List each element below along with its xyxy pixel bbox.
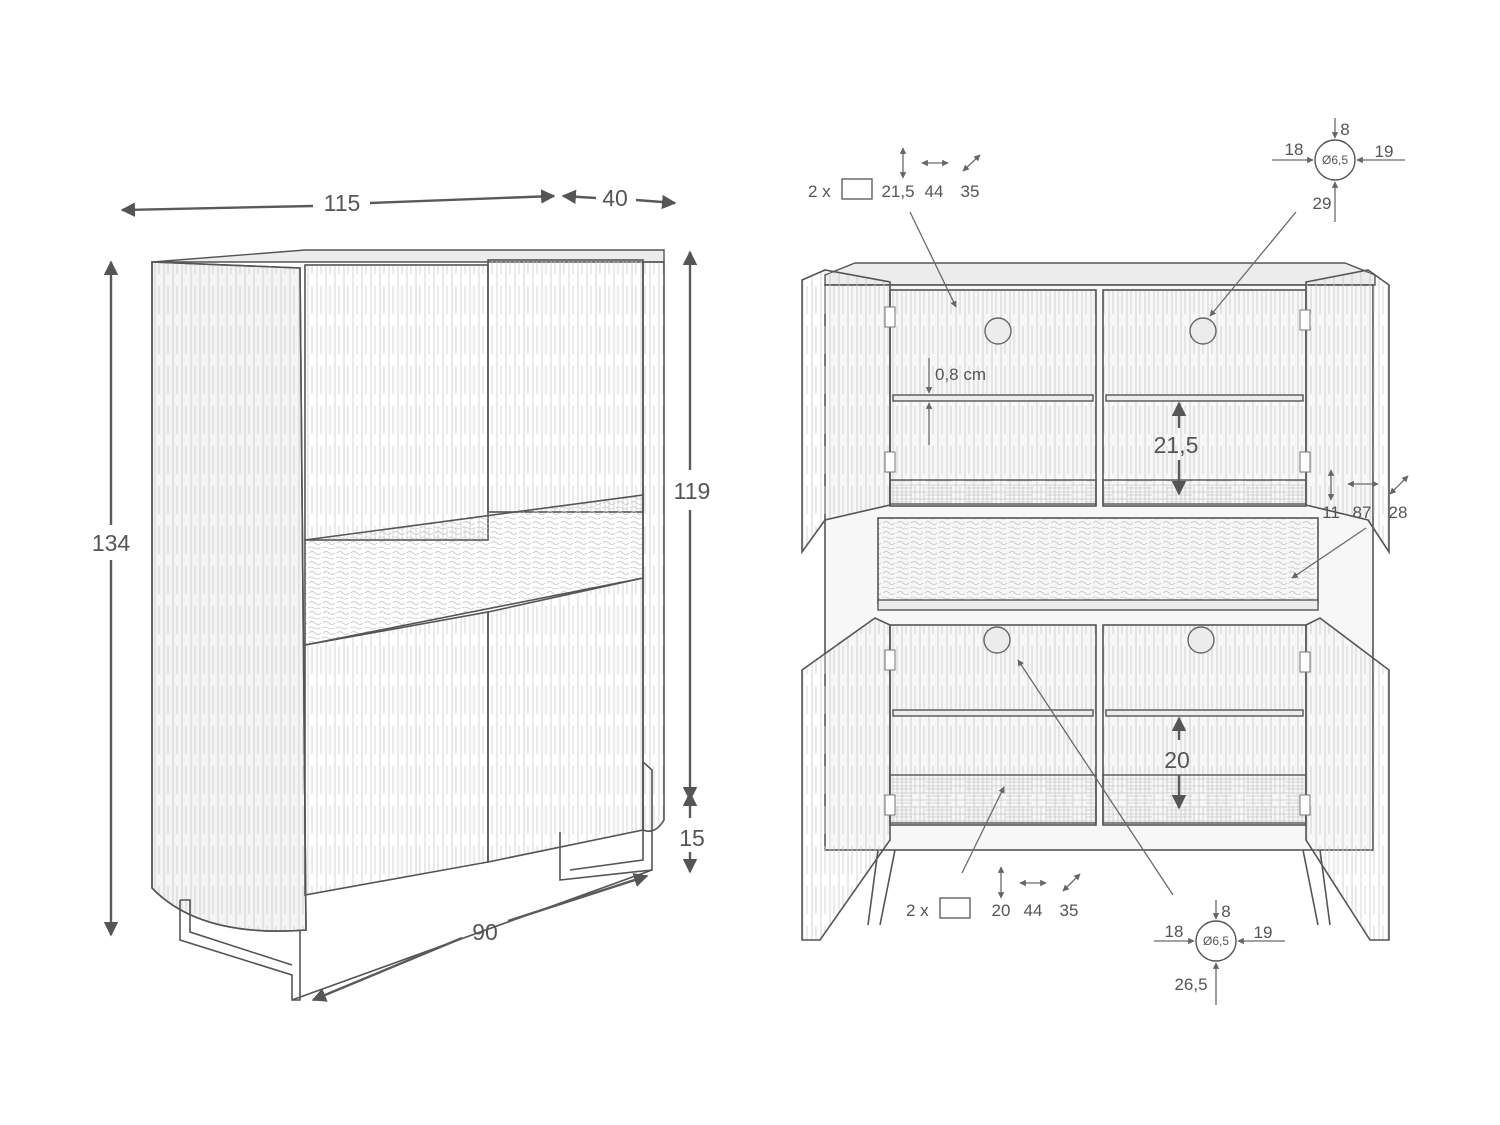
lower-compartment-height-label: 20 xyxy=(1164,747,1190,773)
height-label: 134 xyxy=(92,530,131,556)
drawer-depth-label: 28 xyxy=(1389,503,1408,522)
upper-compartment-height-label: 21,5 xyxy=(1154,432,1199,458)
top-hole-right-offset: 19 xyxy=(1375,142,1394,161)
closed-cabinet-view xyxy=(151,249,665,1001)
bottom-hole-bottom-offset: 26,5 xyxy=(1174,975,1207,994)
bottom-shelf-width: 44 xyxy=(1024,901,1043,920)
drawer-width-label: 87 xyxy=(1353,503,1372,522)
bottom-hole-left-offset: 18 xyxy=(1165,922,1184,941)
top-hole-left-offset: 18 xyxy=(1285,140,1304,159)
top-shelf-width: 44 xyxy=(925,182,944,201)
top-hole-callout: Ø6,5 8 18 19 29 xyxy=(1209,118,1405,317)
bottom-shelf-height: 20 xyxy=(992,901,1011,920)
top-shelf-callout: 2 x 21,5 44 35 xyxy=(808,147,981,308)
bottom-shelf-callout: 2 x 20 44 35 xyxy=(906,786,1081,920)
shelf-thickness-label: 0,8 cm xyxy=(935,365,986,384)
overall-dimensions: 115 40 134 119 15 90 xyxy=(92,185,711,1002)
bottom-hole-right-offset: 19 xyxy=(1254,923,1273,942)
bottom-hole-callout: Ø6,5 8 18 19 26,5 xyxy=(1017,659,1285,1005)
top-shelf-quantity: 2 x xyxy=(808,182,831,201)
top-hole-top-offset: 8 xyxy=(1340,120,1349,139)
body-height-label: 119 xyxy=(674,478,711,504)
open-cabinet-view xyxy=(801,262,1390,941)
bottom-hole-diameter: Ø6,5 xyxy=(1203,934,1229,948)
top-hole-bottom-offset: 29 xyxy=(1313,194,1332,213)
leg-span-label: 90 xyxy=(472,919,498,945)
interior-dimensions: 0,8 cm 21,5 20 11 87 28 xyxy=(925,358,1409,810)
top-shelf-height: 21,5 xyxy=(881,182,914,201)
bottom-shelf-quantity: 2 x xyxy=(906,901,929,920)
depth-label: 40 xyxy=(602,185,628,211)
top-hole-diameter: Ø6,5 xyxy=(1322,153,1348,167)
bottom-shelf-depth: 35 xyxy=(1060,901,1079,920)
drawer-height-label: 11 xyxy=(1322,503,1340,522)
width-label: 115 xyxy=(324,190,361,216)
top-shelf-depth: 35 xyxy=(961,182,980,201)
leg-height-label: 15 xyxy=(679,825,705,851)
bottom-hole-top-offset: 8 xyxy=(1221,902,1230,921)
